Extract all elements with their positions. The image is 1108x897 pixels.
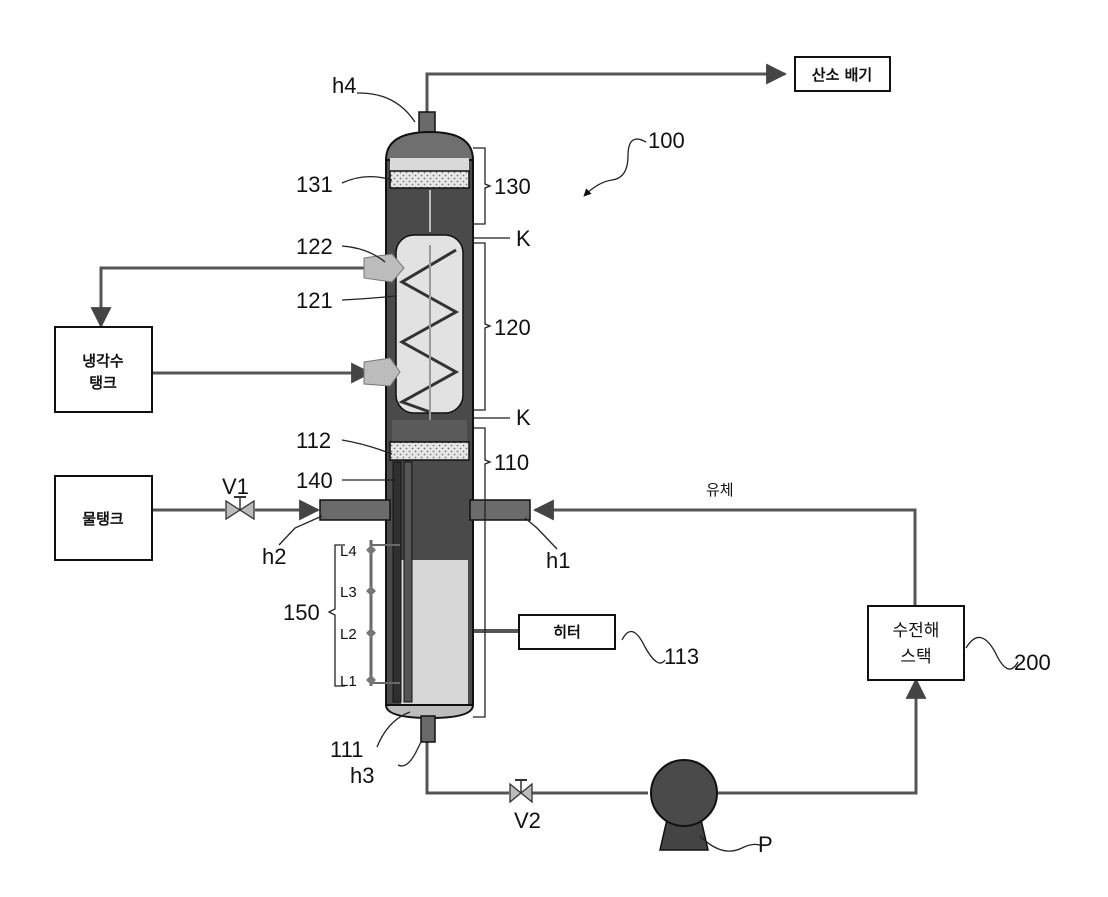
label-130: 130 [494, 174, 531, 199]
stack-label-1: 수전해 [893, 621, 940, 641]
valve-v2[interactable] [510, 780, 532, 802]
label-k-lower: K [516, 405, 531, 430]
cooling-water-tank-box: 냉각수 탱크 [55, 327, 152, 412]
label-100: 100 [648, 128, 685, 153]
label-113: 113 [664, 644, 699, 669]
label-h3: h3 [350, 763, 374, 788]
label-v2: V2 [514, 808, 541, 833]
water-tank-label: 물탱크 [82, 510, 124, 528]
label-121: 121 [296, 288, 333, 313]
separator-vessel [386, 112, 473, 742]
inlet-bar-left [320, 500, 390, 520]
brace-130 [473, 148, 490, 224]
fluid-return-line [535, 510, 915, 606]
label-h2: h2 [262, 544, 286, 569]
pump-icon[interactable] [651, 760, 717, 850]
label-k-upper: K [516, 226, 531, 251]
label-h4: h4 [332, 73, 356, 98]
label-122: 122 [296, 234, 333, 259]
label-131: 131 [296, 172, 333, 197]
lower-demister [390, 442, 469, 460]
label-110: 110 [494, 450, 529, 475]
brace-110 [473, 428, 490, 717]
stack-label-2: 스택 [900, 647, 931, 667]
brace-150 [329, 545, 345, 686]
label-111: 111 [330, 737, 363, 762]
label-l3: L3 [340, 584, 357, 601]
label-120: 120 [494, 315, 531, 340]
label-h1: h1 [546, 548, 570, 573]
label-l4: L4 [340, 543, 357, 560]
heater-box: 히터 [519, 615, 615, 649]
electrolysis-stack-box: 수전해 스택 [868, 606, 964, 680]
label-p: P [758, 832, 773, 857]
valve-v1[interactable] [226, 497, 254, 519]
label-200: 200 [1014, 650, 1051, 675]
oxygen-exhaust-line [427, 74, 785, 112]
heater-label: 히터 [553, 623, 581, 641]
oxygen-exhaust-box: 산소 배기 [795, 57, 890, 91]
top-demister [390, 171, 469, 188]
label-l1: L1 [340, 673, 357, 690]
label-l2: L2 [340, 626, 357, 643]
brace-120 [473, 243, 490, 410]
cooling-tank-label-1: 냉각수 [82, 352, 124, 370]
cooling-return-line [101, 268, 385, 326]
label-112: 112 [296, 428, 331, 453]
label-fluid: 유체 [706, 482, 734, 499]
water-tank-box: 물탱크 [55, 476, 152, 560]
inlet-bar-right [470, 500, 530, 520]
label-140: 140 [296, 468, 333, 493]
oxygen-exhaust-label: 산소 배기 [812, 66, 872, 84]
label-v1: V1 [222, 474, 249, 499]
cooling-tank-label-2: 탱크 [89, 374, 117, 392]
label-150: 150 [283, 600, 320, 625]
